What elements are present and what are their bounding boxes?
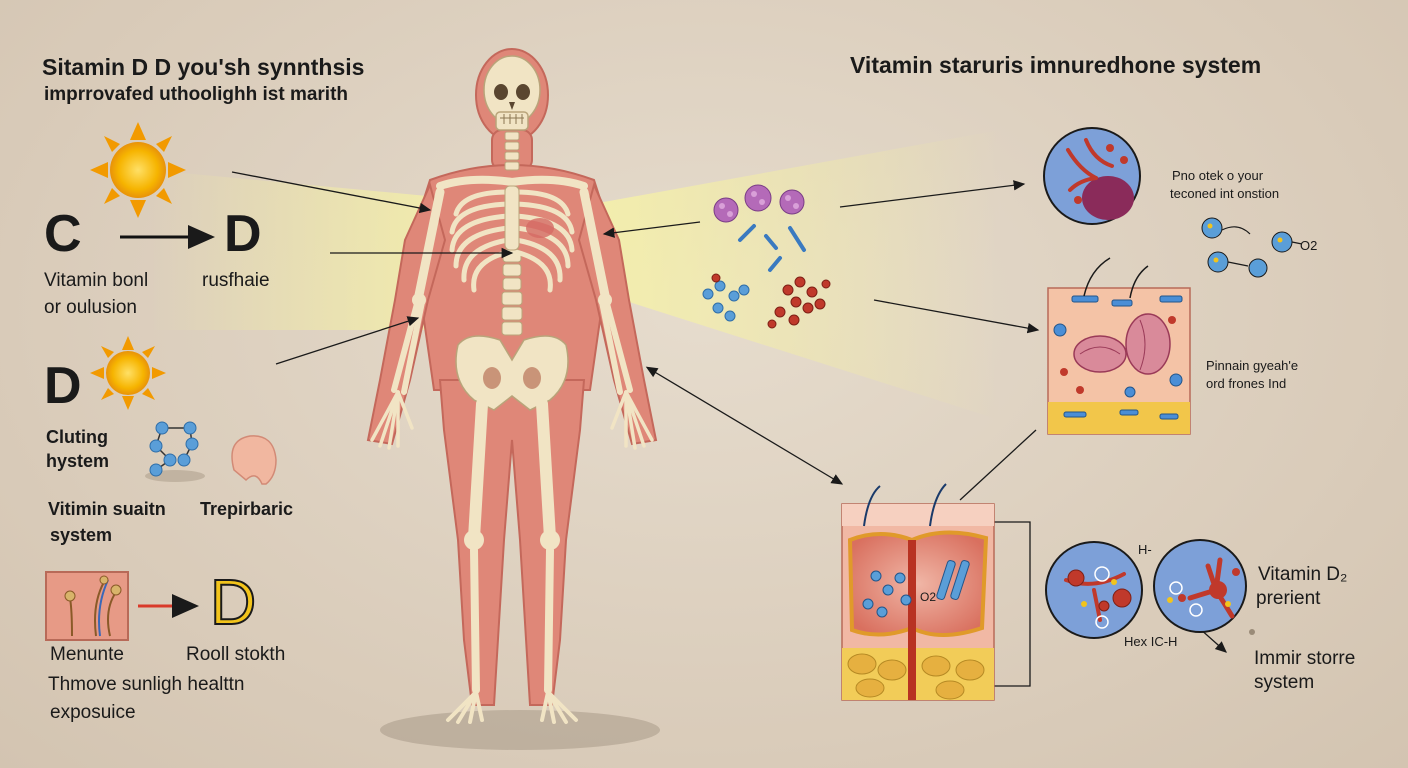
light-beams <box>150 130 1000 420</box>
vitamin-d2-line1: Vitamin D₂ <box>1258 564 1348 585</box>
label-cluting: Cluting <box>46 427 108 447</box>
sun-icon <box>90 122 186 218</box>
immir-line2: system <box>1254 672 1315 693</box>
h-label: H- <box>1138 542 1152 557</box>
label-system: system <box>50 525 113 545</box>
right-title: Vitamin staruris imnuredhone system <box>850 52 1262 78</box>
ground-shadow <box>380 710 660 750</box>
small-sun-icon <box>90 336 166 410</box>
letter-d-yellow: D <box>209 566 257 638</box>
molecule-chain-icon <box>145 421 205 482</box>
label-or-oulusion: or oulusion <box>44 297 137 318</box>
oxygen-molecules <box>1201 217 1303 278</box>
note-mid-line1: Pinnain gyeah'e <box>1206 358 1299 373</box>
label-rusfhaie: rusfhaie <box>202 270 270 291</box>
label-vitimin-suaitn: Vitimin suaitn <box>48 499 166 519</box>
note-top-line2: teconed int onstion <box>1170 186 1280 201</box>
letter-d-middle: D <box>44 357 82 415</box>
tissue-cross-section <box>1047 257 1191 435</box>
letter-d-top: D <box>224 205 262 263</box>
immune-cell-circle-left <box>1045 541 1143 639</box>
note-top-line1: Pno otek o your <box>1172 168 1264 183</box>
human-anatomy-figure <box>366 48 658 724</box>
letter-c: C <box>44 205 82 263</box>
label-thmove-line2: exposuice <box>50 702 136 723</box>
skin-cross-section <box>841 483 995 701</box>
head-profile-icon <box>231 435 277 485</box>
label-rooll-stokth: Rooll stokth <box>186 644 286 665</box>
o2-label: O2 <box>1300 238 1318 253</box>
immir-line1: Immir storre <box>1254 648 1356 669</box>
left-title-line1: Sitamin D D you'sh synnthsis <box>42 54 365 80</box>
immune-cell-circle-right <box>1153 539 1247 633</box>
dot <box>1249 629 1255 635</box>
label-menunte: Menunte <box>50 644 124 665</box>
hex-label: Hex IC-H <box>1124 634 1178 649</box>
floating-cells <box>702 184 831 329</box>
note-mid-line2: ord frones Ind <box>1206 376 1287 391</box>
label-vitamin-bonl: Vitamin bonl <box>44 270 149 291</box>
vitamin-d2-line2: prerient <box>1256 588 1321 609</box>
left-title-line2: imprrovafed uthoolighh ist marith <box>44 84 349 105</box>
label-trepirbaric: Trepirbaric <box>200 499 294 519</box>
skin-o2-label: O2 <box>920 590 937 604</box>
blood-vessel-circle <box>1043 127 1141 225</box>
label-hystem: hystem <box>46 451 110 471</box>
label-thmove-line1: Thmove sunligh healttn <box>48 674 245 695</box>
pointer-lines <box>231 171 1227 692</box>
nerve-tissue-icon <box>45 571 129 641</box>
